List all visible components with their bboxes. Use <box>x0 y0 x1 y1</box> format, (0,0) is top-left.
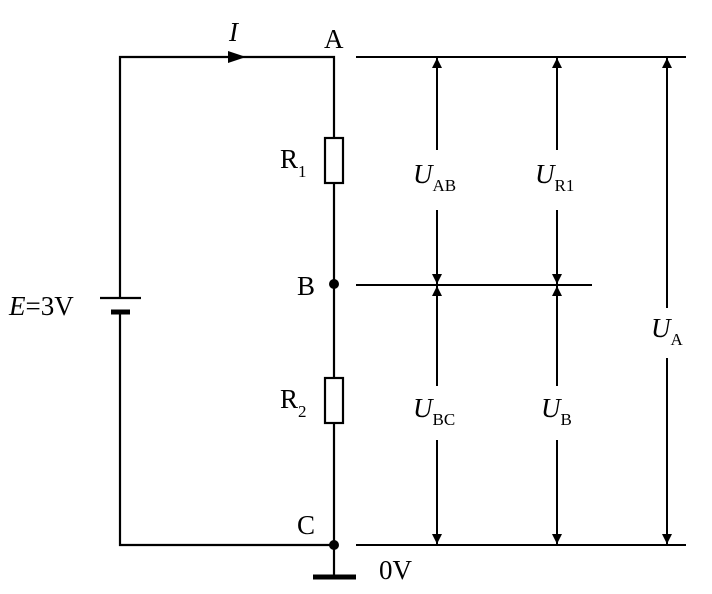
node-c-dot <box>329 540 339 550</box>
current-direction-arrow <box>228 51 246 63</box>
ground-voltage-label: 0V <box>379 555 413 585</box>
emf-value: =3V <box>26 291 75 321</box>
u-r1-sub: R1 <box>555 176 575 195</box>
emf-label: E=3V <box>8 291 74 321</box>
node-b-dot <box>329 279 339 289</box>
wire-left-top <box>118 55 336 298</box>
u-ab-label: UAB <box>413 159 456 195</box>
u-ab-main: U <box>413 159 434 189</box>
r1-main: R <box>280 144 298 174</box>
u-b-sub: B <box>561 410 572 429</box>
u-bc-main: U <box>413 393 434 423</box>
r2-sub: 2 <box>298 402 307 421</box>
u-r1-label: UR1 <box>535 159 574 195</box>
u-r1-main: U <box>535 159 556 189</box>
node-b-label: B <box>297 271 315 301</box>
r1-sub: 1 <box>298 162 307 181</box>
resistor-r2 <box>323 376 345 425</box>
node-c-label: C <box>297 510 315 540</box>
r1-label: R1 <box>280 144 307 181</box>
emf-symbol: E <box>8 291 26 321</box>
current-label: I <box>228 17 240 47</box>
u-b-label: UB <box>541 393 572 429</box>
u-bc-sub: BC <box>433 410 456 429</box>
wire-bottom <box>118 312 336 547</box>
resistor-r1 <box>323 136 345 185</box>
u-ab-sub: AB <box>433 176 457 195</box>
u-b-main: U <box>541 393 562 423</box>
u-a-main: U <box>651 313 672 343</box>
u-a-sub: A <box>671 330 684 349</box>
node-a-label: A <box>324 24 344 54</box>
u-bc-label: UBC <box>413 393 455 429</box>
r2-main: R <box>280 384 298 414</box>
u-a-label: UA <box>651 313 684 349</box>
r2-label: R2 <box>280 384 307 421</box>
